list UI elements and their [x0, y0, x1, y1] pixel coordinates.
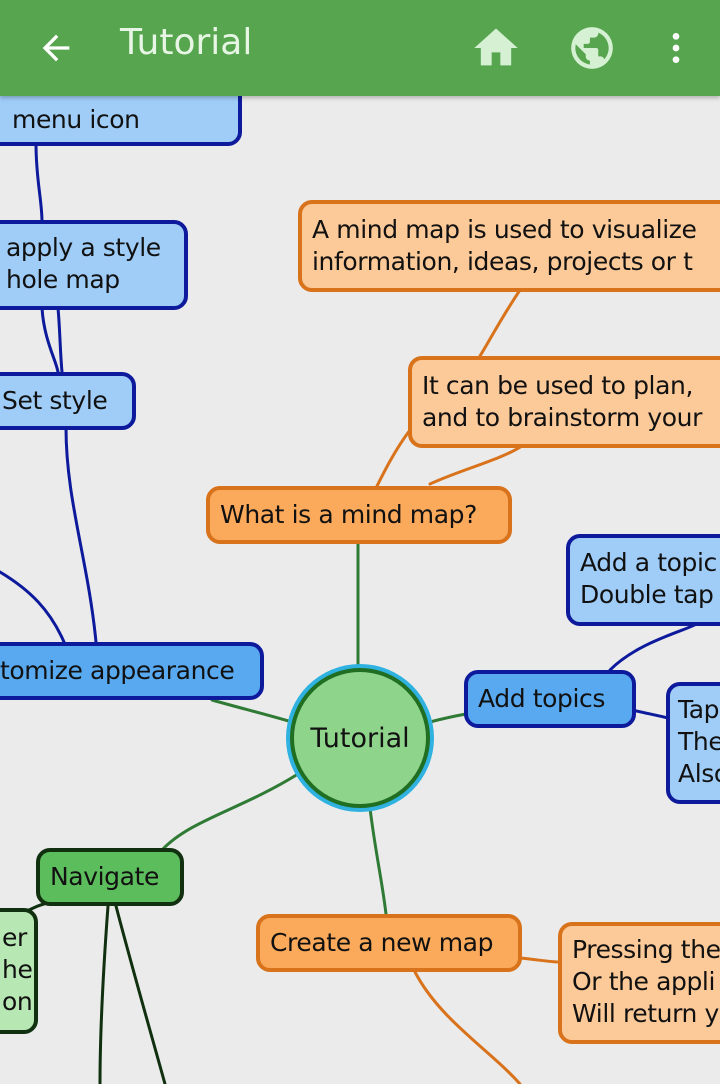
- back-button[interactable]: [22, 0, 90, 96]
- branch-lines: [0, 142, 702, 1084]
- home-button[interactable]: [462, 0, 530, 96]
- globe-icon: [571, 27, 613, 69]
- more-vert-icon: [672, 33, 680, 63]
- node-add-a-topic[interactable]: Add a topic Double tap: [566, 534, 720, 626]
- arrow-back-icon: [42, 34, 70, 62]
- node-pressing[interactable]: Pressing the Or the appli Will return y: [558, 922, 720, 1044]
- node-customize-appearance[interactable]: tomize appearance: [0, 642, 264, 700]
- node-add-topics[interactable]: Add topics: [464, 670, 636, 728]
- mind-map-canvas[interactable]: menu icon apply a style hole map Set sty…: [0, 96, 720, 1084]
- node-mind-map-visualize[interactable]: A mind map is used to visualize informat…: [298, 200, 720, 292]
- node-menu-icon[interactable]: menu icon: [0, 96, 242, 146]
- node-apply-style[interactable]: apply a style hole map: [0, 220, 188, 310]
- node-create-new-map[interactable]: Create a new map: [256, 914, 522, 972]
- home-icon: [474, 28, 518, 66]
- globe-button[interactable]: [558, 0, 626, 96]
- node-set-style[interactable]: Set style: [0, 372, 136, 430]
- node-what-is-mind-map[interactable]: What is a mind map?: [206, 486, 512, 544]
- page-title: Tutorial: [120, 22, 253, 63]
- node-plan-brainstorm[interactable]: It can be used to plan, and to brainstor…: [408, 356, 720, 448]
- center-topic-node[interactable]: Tutorial: [290, 668, 430, 808]
- app-bar: Tutorial: [0, 0, 720, 96]
- node-navigate-side[interactable]: er he on: [0, 908, 38, 1034]
- more-options-button[interactable]: [644, 0, 708, 96]
- node-navigate[interactable]: Navigate: [36, 848, 184, 906]
- node-tap[interactable]: Tap The Also: [666, 682, 720, 804]
